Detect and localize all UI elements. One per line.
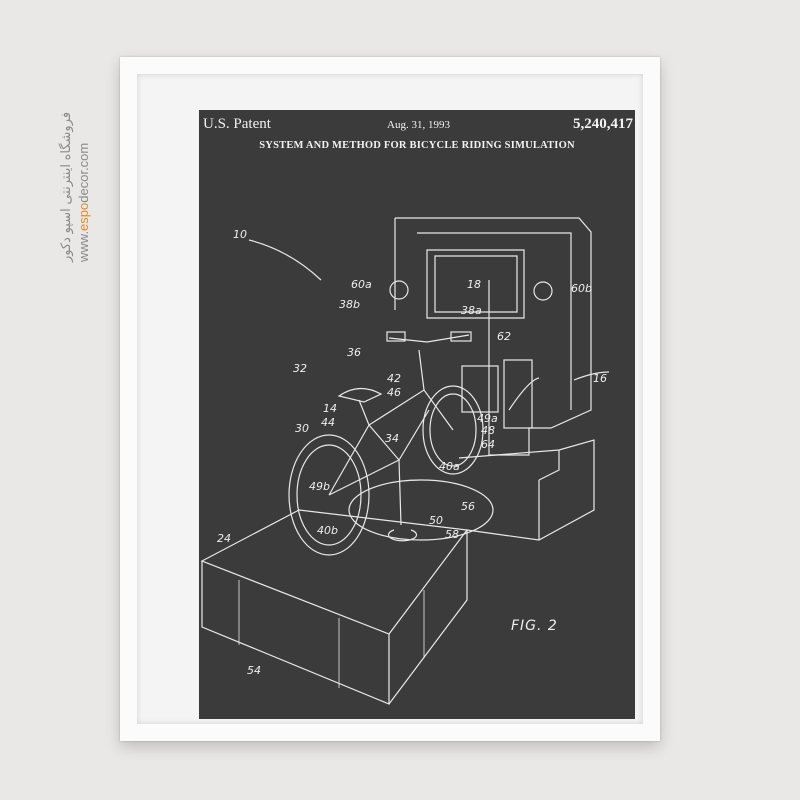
ref-label: 40a <box>439 460 460 473</box>
ref-label: 49a <box>477 412 498 425</box>
watermark: فروشگاه اینترنتی اسپو دکور www.espodecor… <box>56 62 96 262</box>
ref-label: 34 <box>385 432 399 445</box>
figure-label: FIG. 2 <box>511 618 558 634</box>
ref-label: 24 <box>217 532 231 545</box>
ref-label: 46 <box>387 386 401 399</box>
frame-mat: U.S. Patent Aug. 31, 1993 5,240,417 SYST… <box>137 74 643 724</box>
patent-poster: U.S. Patent Aug. 31, 1993 5,240,417 SYST… <box>199 110 635 719</box>
url-prefix: www. <box>76 230 91 262</box>
ref-label: 49b <box>309 480 330 493</box>
patent-label: U.S. Patent <box>203 116 271 132</box>
bicycle-simulator-drawing <box>200 217 610 705</box>
ref-label: 36 <box>347 346 361 359</box>
ref-label: 18 <box>467 278 481 291</box>
watermark-persian: فروشگاه اینترنتی اسپو دکور <box>58 111 73 262</box>
ref-label: 58 <box>445 528 459 541</box>
picture-frame: U.S. Patent Aug. 31, 1993 5,240,417 SYST… <box>120 57 660 741</box>
ref-label: 42 <box>387 372 401 385</box>
ref-label: 54 <box>247 664 261 677</box>
ref-label: 44 <box>321 416 335 429</box>
ref-label: 62 <box>497 330 511 343</box>
url-brand: espo <box>76 202 91 231</box>
ref-label: 30 <box>295 422 309 435</box>
ref-label: 16 <box>593 372 607 385</box>
ref-label: 56 <box>461 500 475 513</box>
ref-label: 14 <box>323 402 337 415</box>
ref-label: 64 <box>481 438 495 451</box>
patent-date: Aug. 31, 1993 <box>387 119 450 131</box>
ref-label: 10 <box>233 228 247 241</box>
ref-label: 38a <box>461 304 482 317</box>
ref-label: 48 <box>481 424 495 437</box>
ref-label: 60a <box>351 278 372 291</box>
patent-title: SYSTEM AND METHOD FOR BICYCLE RIDING SIM… <box>259 140 575 151</box>
ref-label: 60b <box>571 282 592 295</box>
ref-label: 38b <box>339 298 360 311</box>
ref-label: 40b <box>317 524 338 537</box>
ref-label: 50 <box>429 514 443 527</box>
ref-label: 32 <box>293 362 307 375</box>
url-suffix: decor.com <box>76 142 91 203</box>
patent-number: 5,240,417 <box>573 116 633 132</box>
watermark-url: www.espodecor.com <box>76 143 91 262</box>
